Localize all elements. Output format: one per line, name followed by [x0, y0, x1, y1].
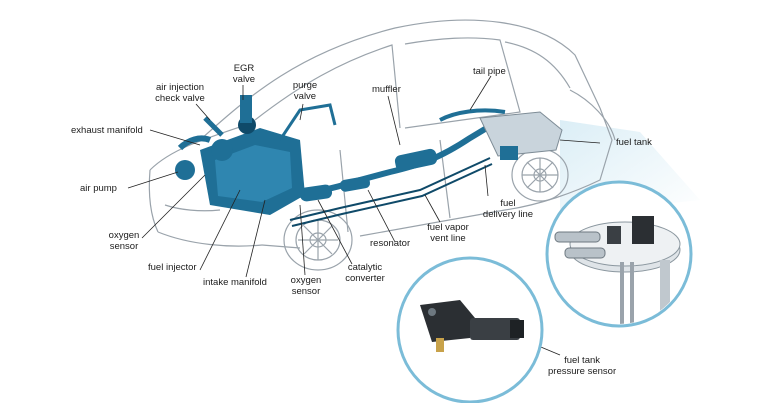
fuel-tank-body: [479, 111, 563, 157]
fuel-pump-inset: [545, 180, 693, 328]
tail-pipe-line: [439, 108, 506, 122]
pressure-sensor-inset: [396, 256, 544, 403]
fuel-pump-box: [500, 146, 518, 160]
label-resonator: resonator: [370, 238, 411, 249]
leader-lines: [127, 75, 601, 356]
label-air-pump: air pump: [80, 183, 117, 194]
label-fuel-injector: fuel injector: [148, 262, 197, 273]
muffler-body: [394, 148, 438, 172]
engine-assembly: [175, 95, 337, 215]
label-muffler: muffler: [372, 84, 401, 95]
rear-wheel: [511, 148, 569, 202]
catalytic-converter-body: [299, 184, 333, 202]
label-intake-manifold: intake manifold: [203, 277, 267, 288]
resonator-body: [339, 176, 371, 192]
fuel-lines: [289, 157, 491, 221]
label-fuel-tank: fuel tank: [616, 137, 652, 148]
label-tail-pipe: tail pipe: [473, 66, 506, 77]
label-exhaust-manifold: exhaust manifold: [71, 125, 143, 136]
